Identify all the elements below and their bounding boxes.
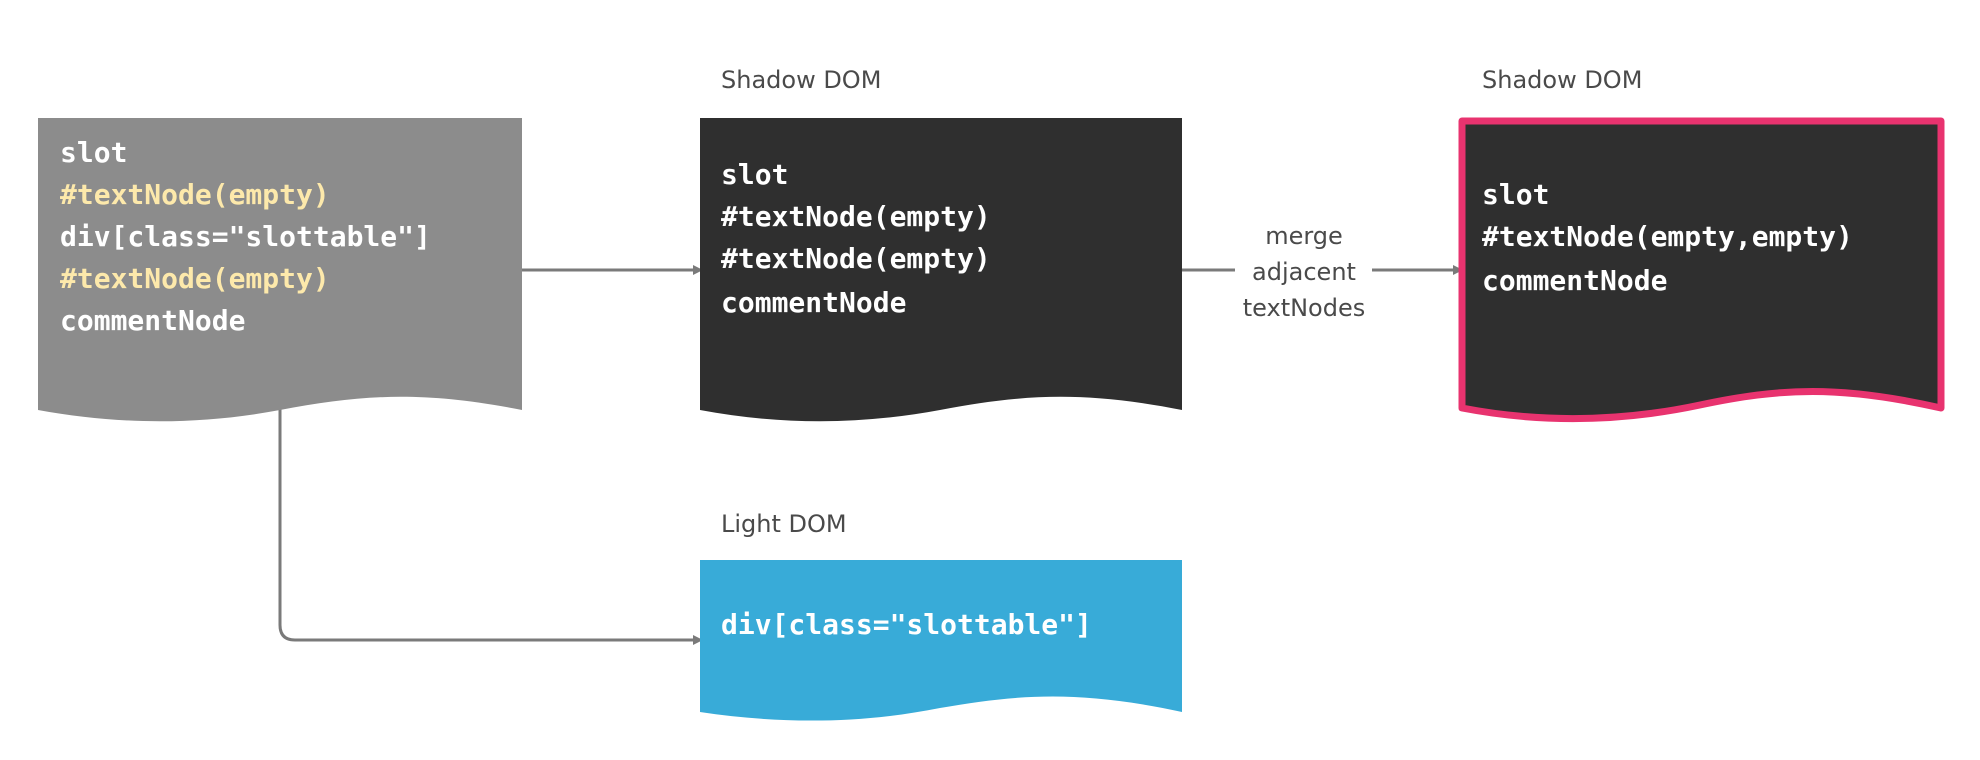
source-document: slot #textNode(empty) div[class="slottab…	[38, 118, 522, 422]
shadow-line: commentNode	[721, 286, 906, 319]
source-line: slot	[60, 136, 127, 169]
light-line: div[class="slottable"]	[721, 608, 1092, 641]
result-document-shape	[1458, 117, 1945, 422]
source-line: div[class="slottable"]	[60, 220, 431, 253]
source-document-shape	[38, 118, 522, 422]
result-line: commentNode	[1482, 264, 1667, 297]
shadow-dom-document: Shadow DOM slot #textNode(empty) #textNo…	[700, 66, 1182, 422]
merge-line: adjacent	[1252, 258, 1356, 286]
result-shadow-dom-label: Shadow DOM	[1482, 66, 1642, 94]
shadow-line: #textNode(empty)	[721, 242, 991, 275]
connectors	[278, 265, 1463, 645]
result-shadow-dom-document: Shadow DOM slot #textNode(empty,empty) c…	[1458, 66, 1945, 422]
result-line: #textNode(empty,empty)	[1482, 220, 1853, 253]
arrow-source-to-light	[278, 408, 703, 645]
source-line-highlighted: #textNode(empty)	[60, 262, 330, 295]
merge-line: textNodes	[1243, 294, 1366, 322]
light-dom-label: Light DOM	[721, 510, 847, 538]
shadow-dom-label: Shadow DOM	[721, 66, 881, 94]
light-dom-document-shape	[700, 560, 1182, 721]
light-dom-document: Light DOM div[class="slottable"]	[700, 510, 1182, 721]
result-line: slot	[1482, 178, 1549, 211]
shadow-line: #textNode(empty)	[721, 200, 991, 233]
shadow-dom-document-shape	[700, 118, 1182, 422]
source-line: commentNode	[60, 304, 245, 337]
merge-step-label: merge adjacent textNodes	[1243, 222, 1366, 322]
shadow-line: slot	[721, 158, 788, 191]
merge-line: merge	[1265, 222, 1343, 250]
source-line-highlighted: #textNode(empty)	[60, 178, 330, 211]
